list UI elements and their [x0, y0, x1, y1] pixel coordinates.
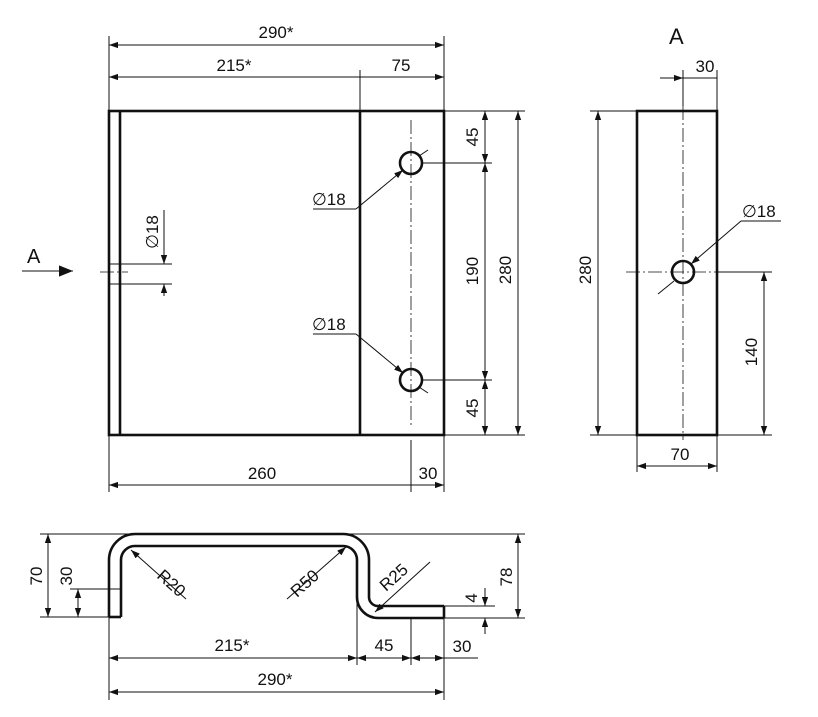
dim-bottom-right: 30 [419, 464, 438, 483]
front-view: 290* 215* 75 260 30 45 190 45 280 ∅18 ∅1… [22, 23, 525, 492]
dim-side-height-total: 280 [576, 256, 595, 284]
dim-side-width: 70 [671, 445, 690, 464]
dim-height-mid: 190 [463, 257, 482, 285]
view-label: A [669, 24, 684, 49]
dim-height-bottom: 45 [463, 399, 482, 418]
profile-inner [119, 544, 444, 620]
dim-profile-length-30: 30 [453, 637, 472, 656]
dim-side-hole-height: 140 [742, 338, 761, 366]
hole-label-side: ∅18 [143, 215, 162, 249]
dim-side-top-offset: 30 [696, 57, 715, 76]
view-arrow-label: A [27, 246, 41, 268]
dim-side-hole: ∅18 [742, 202, 776, 221]
side-view: A 30 ∅18 280 140 70 [576, 24, 781, 472]
dim-radius-mid: R50 [287, 566, 323, 601]
dim-profile-length-45: 45 [375, 636, 394, 655]
dim-height-top: 45 [463, 128, 482, 147]
dim-width-left: 215* [217, 56, 252, 75]
hole-label-bottom: ∅18 [312, 315, 346, 334]
profile-view: 70 30 R20 R50 R25 4 78 215* 45 30 290* [27, 532, 525, 700]
dim-radius-left: R20 [153, 566, 189, 601]
dim-width-right: 75 [392, 56, 411, 75]
side-hole [670, 259, 696, 285]
dim-height-total: 280 [496, 256, 515, 284]
dim-profile-height-left: 70 [27, 567, 46, 586]
dim-profile-height-inner: 30 [57, 567, 76, 586]
front-outline [107, 109, 446, 437]
dim-profile-length-215: 215* [215, 636, 250, 655]
hole-label-top: ∅18 [312, 190, 346, 209]
dim-width-total: 290* [259, 23, 294, 42]
dim-radius-right: R25 [376, 560, 412, 595]
side-outline [635, 109, 719, 437]
dim-profile-height-right: 78 [497, 568, 516, 587]
dim-profile-length-total: 290* [258, 670, 293, 689]
dim-bottom-left: 260 [248, 464, 276, 483]
profile-outer [107, 532, 444, 617]
dim-profile-thickness: 4 [462, 593, 481, 602]
